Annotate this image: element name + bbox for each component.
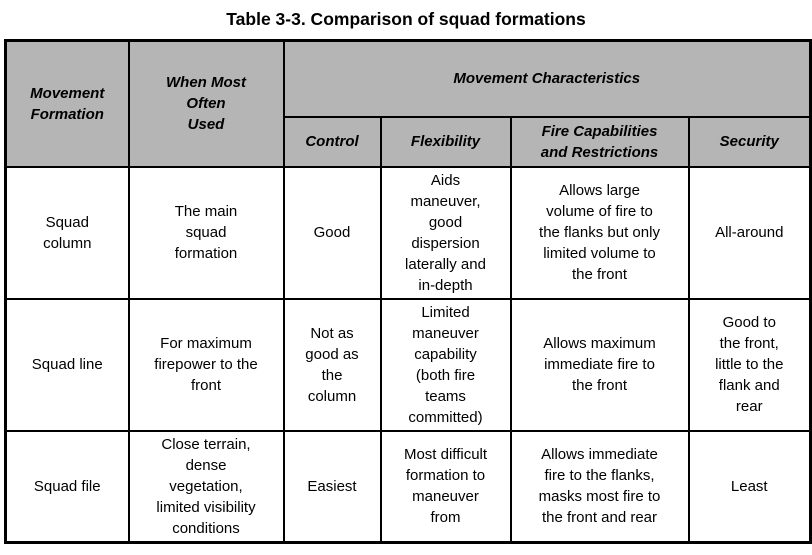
table-row-squad-line: Squad line For maximum firepower to the …	[4, 297, 812, 432]
cell-flexibility: Limited maneuver capability (both fire t…	[379, 297, 512, 432]
cell-when-used: For maximum firepower to the front	[127, 297, 285, 432]
cell-formation-name: Squad line	[4, 297, 130, 432]
cell-fire-capabilities: Allows maximum immediate fire to the fro…	[509, 297, 690, 432]
header-fire-capabilities: Fire Capabilities and Restrictions	[509, 115, 690, 168]
header-security: Security	[687, 115, 812, 168]
cell-control: Good	[282, 165, 382, 300]
cell-formation-name: Squad column	[4, 165, 130, 300]
header-movement-formation: Movement Formation	[4, 39, 130, 168]
header-flexibility: Flexibility	[379, 115, 512, 168]
header-control: Control	[282, 115, 382, 168]
cell-security: Least	[687, 429, 812, 543]
cell-control: Easiest	[282, 429, 382, 543]
table-row-squad-file: Squad file Close terrain, dense vegetati…	[4, 429, 812, 543]
page: { "title": "Table 3-3. Comparison of squ…	[0, 8, 812, 555]
squad-formations-table: Movement Formation When Most Often Used …	[4, 39, 812, 544]
cell-formation-name: Squad file	[4, 429, 130, 543]
cell-when-used: Close terrain, dense vegetation, limited…	[127, 429, 285, 543]
cell-when-used: The main squad formation	[127, 165, 285, 300]
table-title: Table 3-3. Comparison of squad formation…	[226, 9, 586, 29]
header-row-sub: Control Flexibility Fire Capabilities an…	[6, 115, 812, 168]
table-row-squad-column: Squad column The main squad formation Go…	[4, 165, 812, 300]
table-body: Squad column The main squad formation Go…	[4, 165, 812, 543]
header-movement-characteristics: Movement Characteristics	[282, 39, 812, 118]
cell-fire-capabilities: Allows large volume of fire to the flank…	[509, 165, 690, 300]
cell-flexibility: Most difficult formation to maneuver fro…	[379, 429, 512, 543]
header-row-top: Movement Formation When Most Often Used …	[4, 39, 812, 168]
header-when-most-often-used: When Most Often Used	[127, 39, 285, 168]
cell-flexibility: Aids maneuver, good dispersion laterally…	[379, 165, 512, 300]
table-header: Movement Formation When Most Often Used …	[4, 39, 812, 168]
cell-security: Good to the front, little to the flank a…	[687, 297, 812, 432]
cell-security: All-around	[687, 165, 812, 300]
cell-control: Not as good as the column	[282, 297, 382, 432]
cell-fire-capabilities: Allows immediate fire to the flanks, mas…	[509, 429, 690, 543]
